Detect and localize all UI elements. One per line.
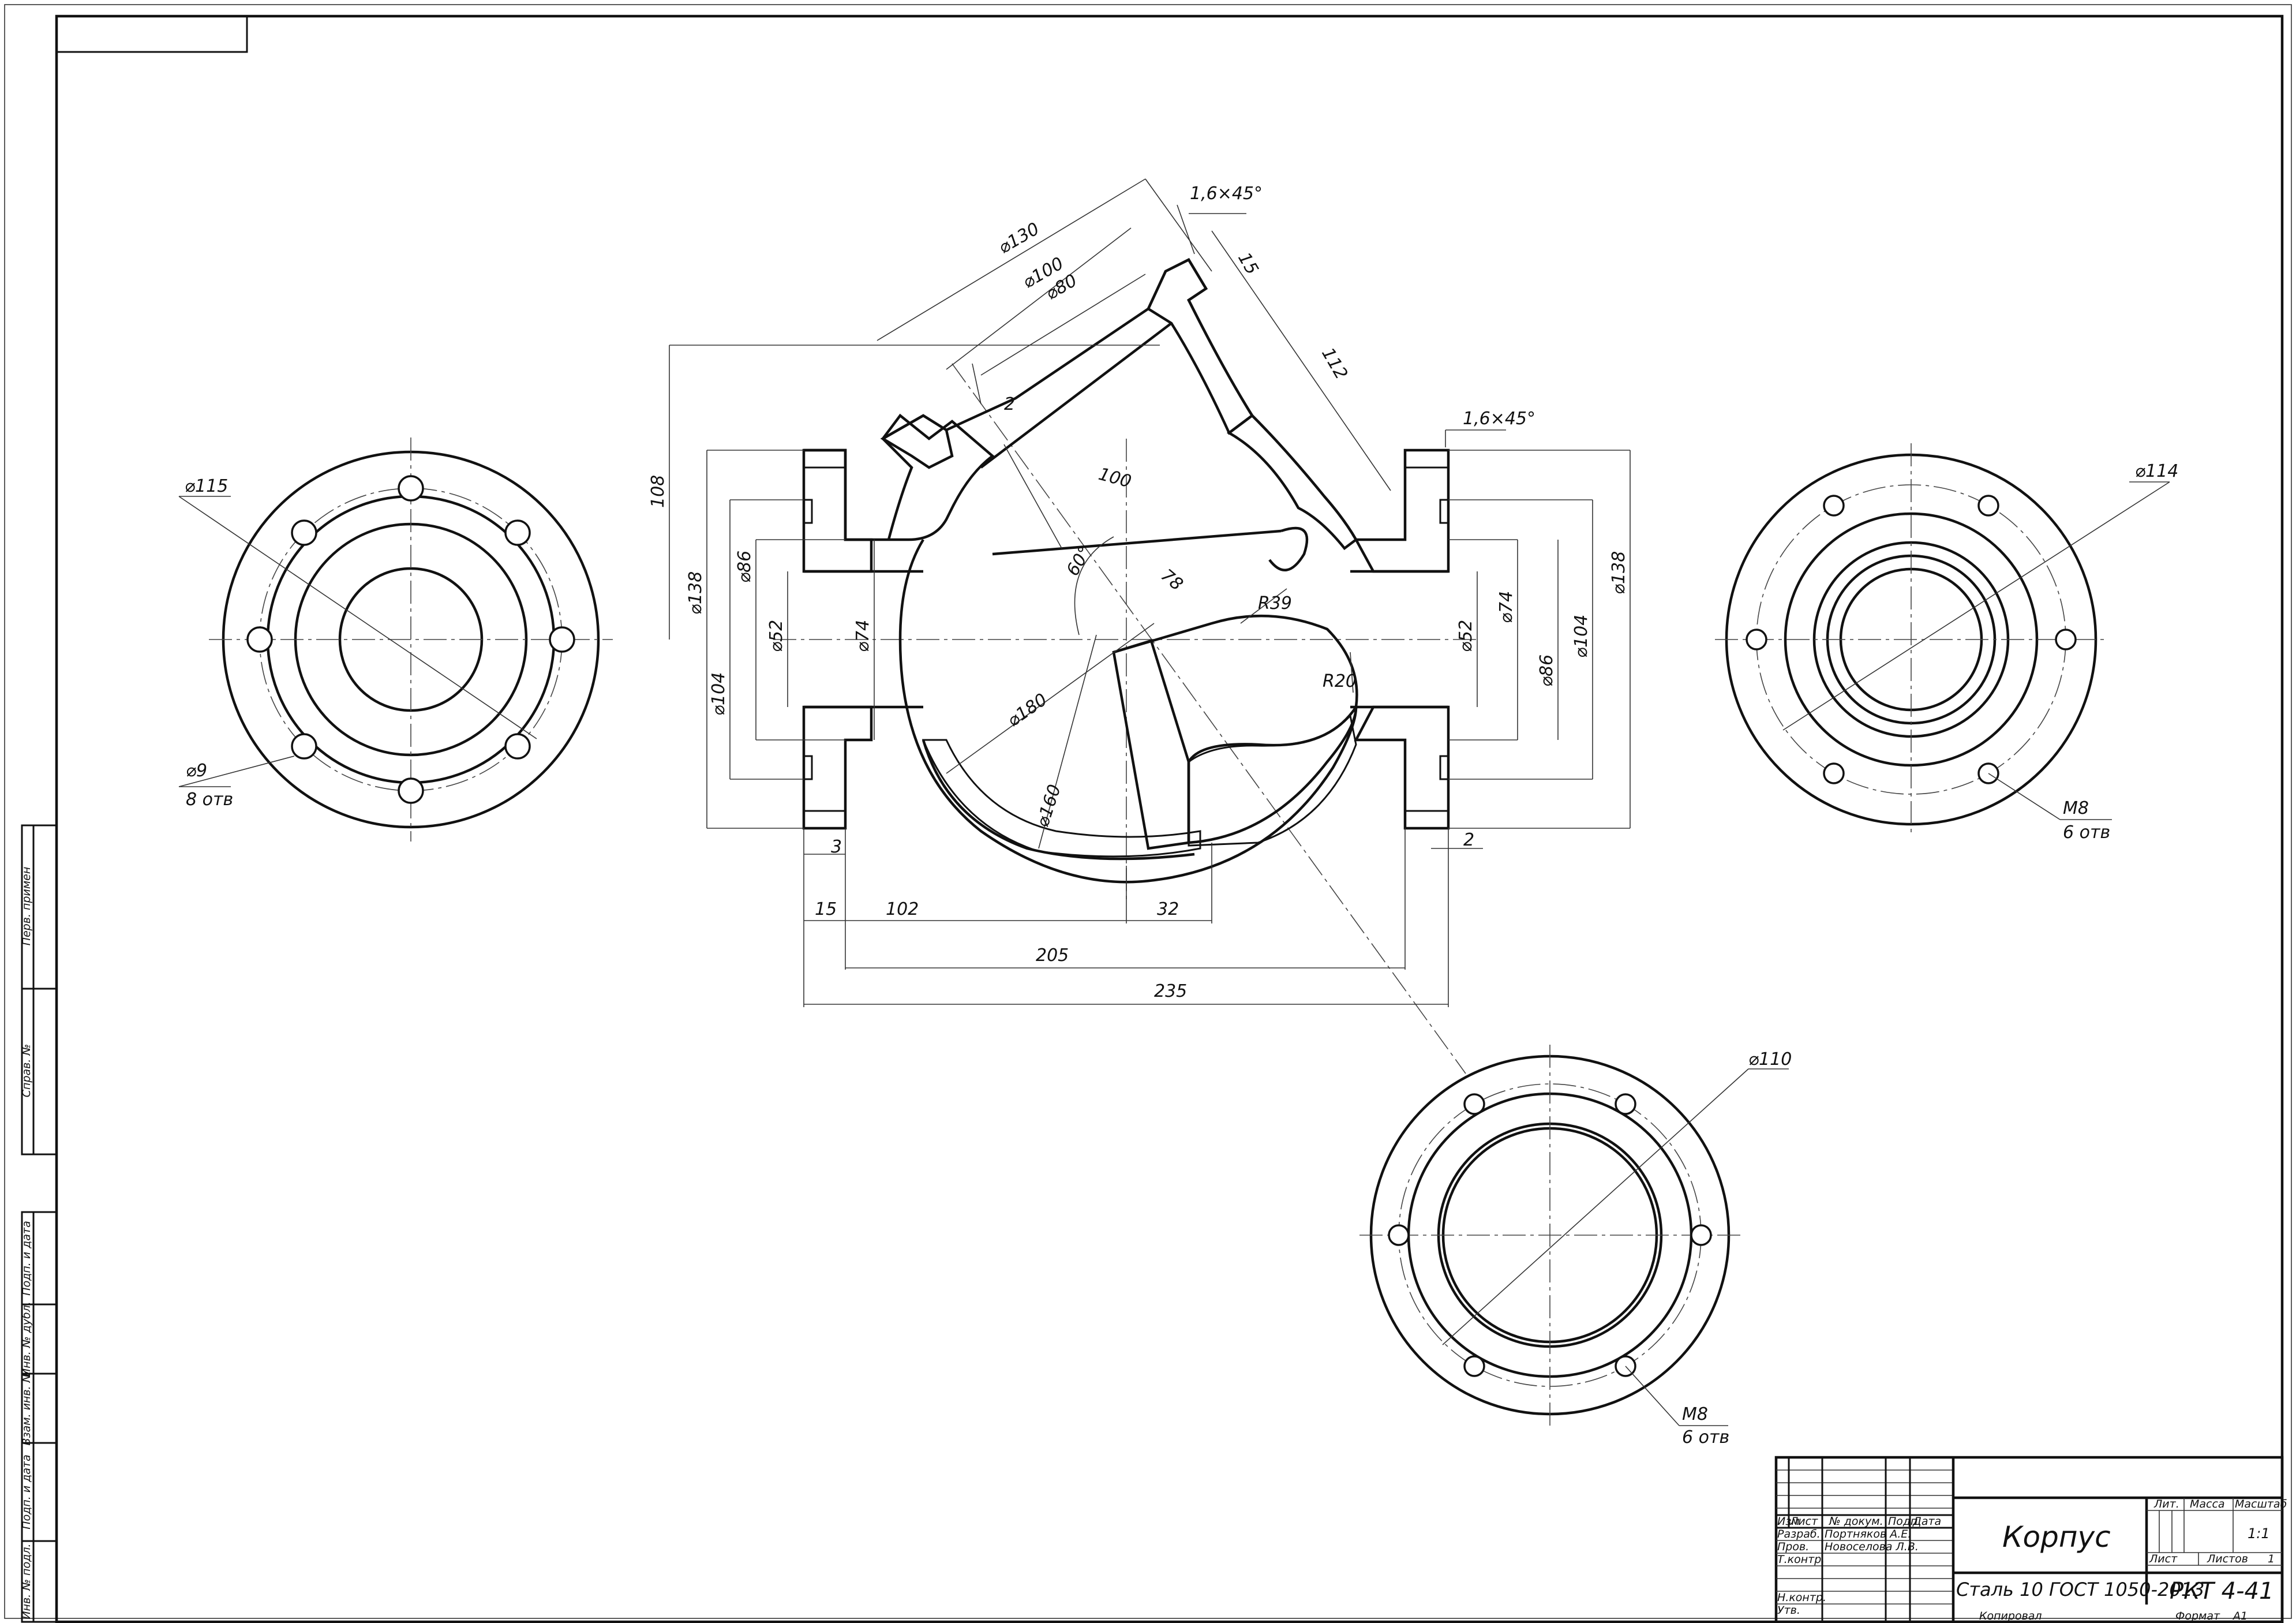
sheet-frame	[4, 4, 2292, 1623]
side-col-2: Подп. и дата	[20, 1221, 33, 1295]
material-label: Сталь 10 ГОСТ 1050-2013	[1956, 1579, 2204, 1600]
tb-row-utv: Утв.	[1777, 1604, 1800, 1617]
sphere-180: ⌀180	[1004, 690, 1051, 731]
right-flange-od-label: ⌀114	[2135, 461, 2178, 481]
title-block: Изм Лист № докум. Подп. Дата Разраб. Пор…	[1774, 1456, 2287, 1623]
tb-razrab-name: Портняков А.Е.	[1825, 1528, 1911, 1540]
r20-label: R20	[1323, 671, 1357, 691]
tb-col-podp: Подп.	[1888, 1515, 1922, 1528]
dim-15: 15	[815, 899, 837, 919]
tb-row-razrab: Разраб.	[1777, 1528, 1821, 1540]
top-dia-130: ⌀130	[995, 219, 1043, 258]
bolt-hole	[398, 777, 424, 804]
r39-label: R39	[1258, 593, 1292, 614]
section-view: 1,6×45° ⌀130 ⌀100 ⌀80 15 112 2 100 78 60…	[648, 178, 1631, 1074]
list-label: Лист	[2149, 1553, 2178, 1565]
tb-prov-name: Новоселова Л.В.	[1825, 1540, 1919, 1553]
format-value: А1	[2232, 1610, 2248, 1622]
top-chamfer-label: 1,6×45°	[1190, 184, 1263, 204]
side-col-4: Взам. инв. №	[20, 1371, 33, 1445]
bolt-hole	[398, 475, 424, 502]
tb-col-list: Лист	[1789, 1515, 1818, 1528]
dim-102: 102	[886, 899, 919, 919]
right-flange-thread-label: M8	[2063, 798, 2089, 818]
r-dia-86: ⌀86	[1537, 655, 1557, 687]
top-thickness: 15	[1234, 249, 1262, 279]
threaded-hole	[1463, 1355, 1485, 1377]
inner-100: 100	[1096, 464, 1133, 492]
r-dia-138: ⌀138	[1609, 551, 1629, 594]
tb-col-ndoc: № докум.	[1829, 1515, 1883, 1528]
left-flange-count-label: 8 отв	[186, 790, 233, 810]
side-col-5: Подп. и дата	[20, 1454, 33, 1529]
kopiroval-label: Копировал	[1979, 1610, 2042, 1622]
left-flange-od-label: ⌀115	[185, 476, 228, 496]
left-flange-hole-label: ⌀9	[186, 761, 207, 781]
part-name: Корпус	[2002, 1520, 2111, 1554]
bolt-hole	[291, 519, 317, 546]
tb-row-prov: Пров.	[1777, 1540, 1809, 1553]
bolt-hole	[504, 519, 531, 546]
side-col-1: Справ. №	[20, 1044, 33, 1097]
format-label: Формат	[2175, 1610, 2220, 1622]
height-108: 108	[648, 475, 668, 508]
threaded-hole	[1746, 629, 1767, 650]
inner-78: 78	[1157, 565, 1187, 594]
bottom-flange-count-label: 6 отв	[1682, 1427, 1729, 1448]
l-dia-138: ⌀138	[686, 571, 706, 615]
dim-32: 32	[1157, 899, 1179, 919]
l-dia-86: ⌀86	[735, 551, 755, 583]
listov-label: Листов	[2207, 1553, 2248, 1565]
sphere-160: ⌀160	[1032, 782, 1065, 829]
masshtab-label: Масштаб	[2235, 1498, 2287, 1510]
r-dia-52: ⌀52	[1456, 620, 1476, 652]
bolt-hole	[246, 626, 273, 653]
corner-stamp-box	[55, 15, 248, 53]
r-gap-2: 2	[1463, 830, 1474, 850]
side-col-3: Инв. № дубл.	[20, 1302, 33, 1377]
r-dia-104: ⌀104	[1571, 615, 1591, 658]
side-col-0: Перв. примен	[20, 867, 33, 946]
bolt-hole	[549, 626, 575, 653]
right-flange-view: ⌀114 M8 6 отв	[1715, 443, 2178, 843]
dim-205: 205	[1036, 945, 1069, 966]
threaded-hole	[1388, 1224, 1410, 1246]
tb-row-nkontr: Н.контр.	[1777, 1591, 1826, 1604]
massa-label: Масса	[2190, 1498, 2225, 1510]
threaded-hole	[1463, 1093, 1485, 1115]
listov-value: 1	[2268, 1553, 2275, 1565]
side-col-6: Инв. № подл.	[20, 1543, 33, 1619]
r-dia-74: ⌀74	[1496, 591, 1516, 623]
tb-col-data: Дата	[1912, 1515, 1941, 1528]
threaded-hole	[1823, 762, 1845, 784]
dim-235: 235	[1154, 981, 1187, 1001]
bolt-hole	[504, 733, 531, 760]
l-dia-74: ⌀74	[853, 620, 873, 652]
bottom-flange-thread-label: M8	[1682, 1404, 1708, 1424]
doc-code: РКТ 4-41	[2170, 1578, 2273, 1605]
right-chamfer-label: 1,6×45°	[1463, 409, 1535, 429]
l-dia-104: ⌀104	[709, 672, 729, 716]
right-flange-count-label: 6 отв	[2063, 822, 2110, 843]
left-flange-view: ⌀115 ⌀9 8 отв	[178, 437, 613, 842]
tb-row-tkontr: Т.контр.	[1777, 1553, 1825, 1566]
l-gap-3: 3	[831, 837, 842, 857]
threaded-hole	[2055, 629, 2077, 650]
threaded-hole	[1690, 1224, 1712, 1246]
top-length: 112	[1317, 345, 1351, 383]
top-step: 2	[1004, 394, 1015, 414]
bottom-flange-od-label: ⌀110	[1748, 1049, 1792, 1069]
scale-value: 1:1	[2248, 1525, 2270, 1542]
side-columns: Перв. примен Справ. № Подп. и дата Инв. …	[20, 824, 58, 1623]
bottom-flange-view: ⌀110 M8 6 отв	[1359, 1045, 1792, 1448]
l-dia-52: ⌀52	[766, 620, 786, 652]
threaded-hole	[1823, 495, 1845, 517]
tb-col-izm: Изм	[1777, 1515, 1800, 1528]
threaded-hole	[1977, 495, 1999, 517]
bolt-hole	[291, 733, 317, 760]
threaded-hole	[1615, 1093, 1636, 1115]
lit-label: Лит.	[2153, 1498, 2179, 1510]
